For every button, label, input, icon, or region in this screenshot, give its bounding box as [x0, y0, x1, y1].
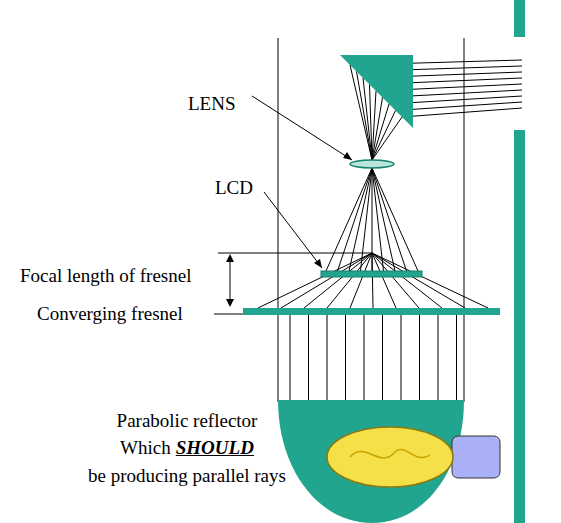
converging-fresnel: [243, 308, 500, 315]
part-label: Converging fresnel: [37, 303, 183, 325]
bulb: [327, 427, 453, 487]
light-rays: [258, 60, 522, 400]
parabolic-reflector: [278, 400, 464, 523]
prism: [340, 55, 413, 128]
leader-line: [264, 192, 322, 268]
part-label: LCD: [215, 177, 253, 199]
lcd-panel: [321, 271, 422, 277]
arrowhead: [314, 259, 322, 268]
screen-bar: [514, 0, 525, 37]
part-label: LENS: [188, 93, 236, 115]
housing-wall: [464, 38, 465, 402]
leader-line: [252, 96, 352, 160]
arrowhead: [343, 152, 352, 160]
lens: [350, 160, 394, 168]
dimension-line: [230, 258, 231, 303]
leader-line: [214, 314, 243, 315]
part-label: Parabolic reflector: [117, 410, 258, 432]
note-text: Which: [120, 437, 171, 459]
bulb-base: [452, 436, 500, 478]
note-emphasis: SHOULD: [176, 437, 254, 459]
dimension-label: Focal length of fresnel: [20, 265, 191, 287]
focal-mark: [218, 253, 372, 254]
arrowhead: [226, 299, 234, 307]
housing-wall: [278, 38, 279, 402]
note-text: be producing parallel rays: [88, 465, 286, 487]
filament: [350, 449, 430, 458]
arrowhead: [226, 254, 234, 262]
screen-bar: [514, 130, 525, 523]
